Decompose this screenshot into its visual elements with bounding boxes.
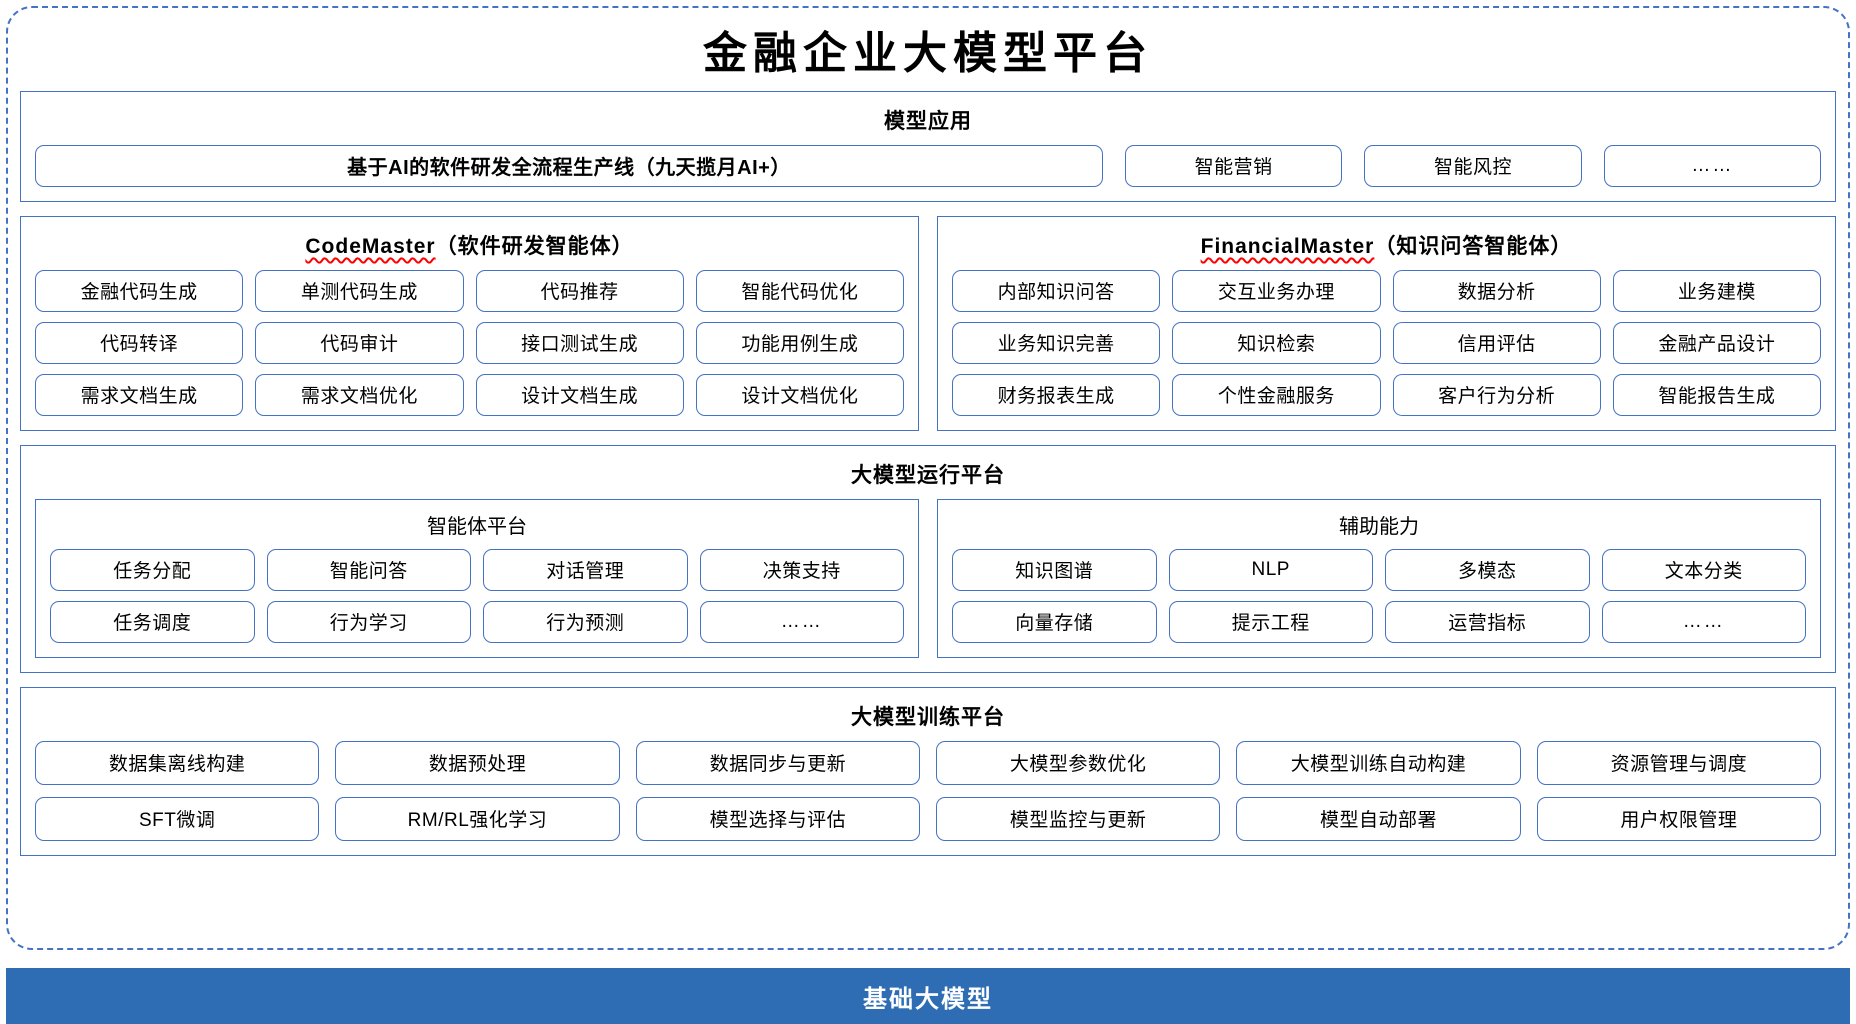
app-chip-marketing[interactable]: 智能营销 bbox=[1125, 144, 1343, 187]
page-title: 金融企业大模型平台 bbox=[703, 29, 1153, 78]
section-runtime-platform: 大模型运行平台 智能体平台 任务分配 智能问答 对话管理 决策支持 任务调度 行… bbox=[20, 444, 1836, 673]
capability-chip[interactable]: 智能代码优化 bbox=[695, 269, 904, 312]
training-chip[interactable]: 模型监控与更新 bbox=[936, 796, 1221, 841]
capability-chip[interactable]: 需求文档生成 bbox=[35, 373, 244, 416]
runtime-chip[interactable]: 文本分类 bbox=[1601, 548, 1806, 591]
capability-chip[interactable]: 数据分析 bbox=[1392, 269, 1601, 312]
capability-chip[interactable]: 交互业务办理 bbox=[1172, 269, 1381, 312]
training-chip[interactable]: 数据预处理 bbox=[335, 740, 620, 785]
section-title-runtime-platform: 大模型运行平台 bbox=[851, 463, 1005, 487]
runtime-chip-more[interactable]: …… bbox=[1601, 600, 1806, 643]
capability-chip[interactable]: 接口测试生成 bbox=[475, 321, 684, 364]
runtime-chip[interactable]: 决策支持 bbox=[699, 548, 904, 591]
capability-chip[interactable]: 内部知识问答 bbox=[952, 269, 1161, 312]
agents-row: CodeMaster（软件研发智能体） 金融代码生成 单测代码生成 代码推荐 智… bbox=[20, 215, 1836, 431]
capability-chip[interactable]: 信用评估 bbox=[1392, 321, 1601, 364]
financialmaster-name: FinancialMaster bbox=[1200, 234, 1375, 258]
runtime-chip[interactable]: 提示工程 bbox=[1168, 600, 1373, 643]
subsection-agent-platform: 智能体平台 任务分配 智能问答 对话管理 决策支持 任务调度 行为学习 行为预测… bbox=[35, 498, 919, 658]
section-training-platform: 大模型训练平台 数据集离线构建 数据预处理 数据同步与更新 大模型参数优化 大模… bbox=[20, 686, 1836, 856]
runtime-chip[interactable]: 任务分配 bbox=[50, 548, 255, 591]
capability-chip[interactable]: 功能用例生成 bbox=[695, 321, 904, 364]
capability-chip[interactable]: 代码转译 bbox=[35, 321, 244, 364]
runtime-chip[interactable]: 知识图谱 bbox=[952, 548, 1157, 591]
capability-chip[interactable]: 智能报告生成 bbox=[1612, 373, 1821, 416]
codemaster-name: CodeMaster bbox=[305, 234, 436, 258]
app-chip-more[interactable]: …… bbox=[1603, 144, 1821, 187]
capability-chip[interactable]: 金融代码生成 bbox=[35, 269, 244, 312]
section-title-training-platform: 大模型训练平台 bbox=[851, 705, 1005, 729]
training-platform-grid: 数据集离线构建 数据预处理 数据同步与更新 大模型参数优化 大模型训练自动构建 … bbox=[35, 740, 1821, 841]
subsection-title-auxiliary-capability: 辅助能力 bbox=[1339, 515, 1419, 538]
training-chip[interactable]: RM/RL强化学习 bbox=[335, 796, 620, 841]
section-codemaster: CodeMaster（软件研发智能体） 金融代码生成 单测代码生成 代码推荐 智… bbox=[20, 215, 919, 431]
training-chip[interactable]: 模型自动部署 bbox=[1236, 796, 1521, 841]
subsection-auxiliary-capability: 辅助能力 知识图谱 NLP 多模态 文本分类 向量存储 提示工程 运营指标 …… bbox=[937, 498, 1821, 658]
auxiliary-capability-grid: 知识图谱 NLP 多模态 文本分类 向量存储 提示工程 运营指标 …… bbox=[952, 548, 1806, 643]
model-application-row: 基于AI的软件研发全流程生产线（九天揽月AI+） 智能营销 智能风控 …… bbox=[35, 144, 1821, 187]
runtime-groups-row: 智能体平台 任务分配 智能问答 对话管理 决策支持 任务调度 行为学习 行为预测… bbox=[35, 498, 1821, 658]
section-financialmaster: FinancialMaster（知识问答智能体） 内部知识问答 交互业务办理 数… bbox=[937, 215, 1836, 431]
runtime-chip[interactable]: NLP bbox=[1168, 548, 1373, 591]
section-model-application: 模型应用 基于AI的软件研发全流程生产线（九天揽月AI+） 智能营销 智能风控 … bbox=[20, 90, 1836, 202]
capability-chip[interactable]: 单测代码生成 bbox=[255, 269, 464, 312]
platform-outer-frame: 金融企业大模型平台 模型应用 基于AI的软件研发全流程生产线（九天揽月AI+） … bbox=[6, 6, 1850, 950]
subsection-title-agent-platform: 智能体平台 bbox=[427, 515, 527, 538]
capability-chip[interactable]: 客户行为分析 bbox=[1392, 373, 1601, 416]
agent-platform-grid: 任务分配 智能问答 对话管理 决策支持 任务调度 行为学习 行为预测 …… bbox=[50, 548, 904, 643]
training-chip[interactable]: 资源管理与调度 bbox=[1536, 740, 1821, 785]
financialmaster-suffix: （知识问答智能体） bbox=[1374, 234, 1573, 258]
runtime-chip[interactable]: 运营指标 bbox=[1385, 600, 1590, 643]
runtime-chip[interactable]: 行为学习 bbox=[266, 600, 471, 643]
section-title-financialmaster: FinancialMaster（知识问答智能体） bbox=[952, 230, 1821, 260]
training-chip[interactable]: 大模型参数优化 bbox=[936, 740, 1221, 785]
capability-chip[interactable]: 金融产品设计 bbox=[1612, 321, 1821, 364]
section-title-codemaster: CodeMaster（软件研发智能体） bbox=[35, 230, 904, 260]
capability-chip[interactable]: 代码推荐 bbox=[475, 269, 684, 312]
training-chip[interactable]: 数据同步与更新 bbox=[635, 740, 920, 785]
training-chip[interactable]: 用户权限管理 bbox=[1536, 796, 1821, 841]
training-chip[interactable]: 大模型训练自动构建 bbox=[1236, 740, 1521, 785]
runtime-chip[interactable]: 任务调度 bbox=[50, 600, 255, 643]
runtime-chip[interactable]: 对话管理 bbox=[483, 548, 688, 591]
capability-chip[interactable]: 财务报表生成 bbox=[952, 373, 1161, 416]
runtime-chip-more[interactable]: …… bbox=[699, 600, 904, 643]
section-title-model-application: 模型应用 bbox=[884, 109, 972, 133]
codemaster-suffix: （软件研发智能体） bbox=[435, 234, 634, 258]
codemaster-capability-grid: 金融代码生成 单测代码生成 代码推荐 智能代码优化 代码转译 代码审计 接口测试… bbox=[35, 269, 904, 416]
financialmaster-capability-grid: 内部知识问答 交互业务办理 数据分析 业务建模 业务知识完善 知识检索 信用评估… bbox=[952, 269, 1821, 416]
app-chip-flagship[interactable]: 基于AI的软件研发全流程生产线（九天揽月AI+） bbox=[35, 144, 1103, 187]
capability-chip[interactable]: 设计文档优化 bbox=[695, 373, 904, 416]
capability-chip[interactable]: 代码审计 bbox=[255, 321, 464, 364]
training-chip[interactable]: 数据集离线构建 bbox=[35, 740, 320, 785]
app-chip-risk-control[interactable]: 智能风控 bbox=[1364, 144, 1582, 187]
runtime-chip[interactable]: 行为预测 bbox=[483, 600, 688, 643]
capability-chip[interactable]: 业务建模 bbox=[1612, 269, 1821, 312]
training-chip[interactable]: 模型选择与评估 bbox=[635, 796, 920, 841]
base-model-bar: 基础大模型 bbox=[6, 968, 1850, 1024]
runtime-chip[interactable]: 多模态 bbox=[1385, 548, 1590, 591]
capability-chip[interactable]: 知识检索 bbox=[1172, 321, 1381, 364]
training-chip[interactable]: SFT微调 bbox=[35, 796, 320, 841]
runtime-chip[interactable]: 智能问答 bbox=[266, 548, 471, 591]
capability-chip[interactable]: 设计文档生成 bbox=[475, 373, 684, 416]
capability-chip[interactable]: 个性金融服务 bbox=[1172, 373, 1381, 416]
capability-chip[interactable]: 业务知识完善 bbox=[952, 321, 1161, 364]
runtime-chip[interactable]: 向量存储 bbox=[952, 600, 1157, 643]
capability-chip[interactable]: 需求文档优化 bbox=[255, 373, 464, 416]
base-model-label: 基础大模型 bbox=[863, 985, 993, 1013]
